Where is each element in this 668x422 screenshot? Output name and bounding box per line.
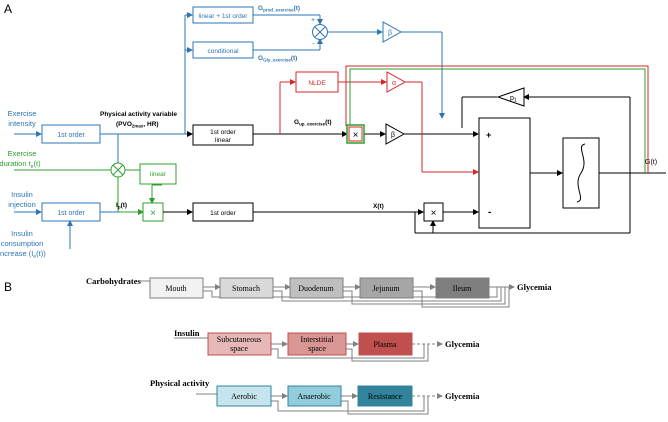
svg-text:Exercise: Exercise: [8, 149, 37, 158]
physical-activity-wiring: [196, 393, 443, 415]
black-wiring: [163, 94, 666, 234]
beta-gain-blue: [382, 21, 403, 43]
stage-ileum: [435, 277, 490, 299]
g-of-t-label: G(t): [645, 159, 657, 166]
red-wiring: [279, 65, 649, 175]
first-order-linear-label-2: linear: [215, 137, 232, 144]
blue-summing-junction: [312, 24, 328, 40]
stage-stomach-label: Stomach: [232, 284, 260, 293]
nlde-label: NLDE: [308, 80, 326, 87]
svg-text:Exercise: Exercise: [8, 109, 37, 118]
insulin-injection-label: Insulin injection: [8, 190, 36, 209]
p1-label: p1: [510, 95, 517, 104]
blue-sum-minus: -: [312, 39, 315, 48]
physical-activity-variable-expr: (PVO2max, HR): [116, 121, 159, 129]
physical-activity-variable-title: Physical activity variable: [100, 111, 177, 118]
stage-plasma: [358, 332, 413, 356]
main-multiply-symbol: ×: [353, 130, 359, 141]
blue-wiring: [14, 12, 445, 249]
main-multiply-inner: [348, 126, 363, 142]
integrator-icon: [576, 143, 586, 203]
svg-text:intensity: intensity: [8, 119, 36, 128]
panel-b-label: B: [4, 280, 12, 294]
stage-jejunum-label: Jejunum: [372, 284, 400, 293]
svg-text:increase (Ie(t)): increase (Ie(t)): [0, 249, 46, 260]
summing-block: [478, 117, 531, 229]
x-multiply-block: [423, 202, 444, 222]
stage-ileum-label: Ileum: [453, 284, 472, 293]
first-order-linear-label-1: 1st order: [210, 129, 236, 136]
x-of-t-label: X(t): [373, 203, 384, 210]
beta-blue-label: β: [388, 30, 392, 37]
stage-aerobic: [216, 385, 272, 407]
stage-interstitial-label-1: Interstitial: [301, 335, 335, 344]
linear-first-order-label: linear + 1st order: [199, 13, 249, 20]
insulin-title: Insulin: [174, 328, 200, 338]
alpha-gain: [386, 71, 407, 93]
svg-text:consumption: consumption: [1, 239, 44, 248]
g-prod-label: Gprod_exercise(t): [258, 5, 300, 13]
svg-text:Insulin: Insulin: [11, 190, 33, 199]
insulin-consumption-label: Insulin consumption increase (Ie(t)): [0, 229, 46, 260]
conditional-label: conditional: [207, 48, 239, 55]
svg-text:injection: injection: [8, 200, 36, 209]
stage-resistance-label: Resistance: [368, 392, 403, 401]
x-multiply-symbol: ×: [431, 208, 437, 219]
green-multiplier-junction: [110, 162, 126, 178]
alpha-label: α: [392, 80, 396, 87]
insulin-first-order-label: 1st order: [57, 210, 85, 217]
physical-activity-output: Glycemia: [445, 391, 480, 401]
stage-stomach: [219, 277, 274, 299]
exercise-first-order-label: 1st order: [57, 132, 85, 139]
stage-interstitial-label-2: space: [308, 344, 326, 353]
p1-gain: [496, 87, 525, 107]
stage-subcutaneous-label-1: Subcutaneous: [217, 335, 261, 344]
green-linear-block: [139, 163, 177, 185]
blue-sum-plus: +: [311, 17, 315, 24]
stage-anaerobic-label: Anaerobic: [297, 392, 331, 401]
first-order-x-label: 1st order: [210, 210, 236, 217]
physical-activity-title: Physical activity: [150, 378, 210, 388]
stage-subcutaneous-label-2: space: [230, 344, 248, 353]
exercise-intensity-label: Exercise intensity: [8, 109, 37, 128]
green-wiring: [14, 169, 162, 215]
panel-a-label: A: [4, 2, 12, 16]
beta-black-label: β: [391, 132, 395, 139]
green-linear-label: linear: [150, 171, 167, 178]
carbohydrates-title: Carbohydrates: [86, 276, 141, 286]
svg-text:duration te(t): duration te(t): [0, 159, 41, 170]
stage-interstitial: [287, 332, 347, 356]
carbohydrates-output: Glycemia: [517, 282, 552, 292]
exercise-duration-label: Exercise duration te(t): [0, 149, 41, 170]
sum-plus-label: +: [486, 130, 491, 140]
insulin-wiring: [174, 337, 443, 362]
green-multiply-symbol: ×: [150, 208, 156, 219]
first-order-linear-block: [192, 124, 254, 146]
carbohydrates-wiring: [140, 280, 515, 308]
stage-aerobic-label: Aerobic: [231, 392, 257, 401]
sum-minus-label: -: [488, 207, 491, 218]
insulin-output: Glycemia: [445, 339, 480, 349]
stage-anaerobic: [287, 385, 342, 407]
stage-subcutaneous: [207, 332, 272, 356]
stage-mouth: [149, 277, 204, 299]
stage-plasma-label: Plasma: [373, 340, 397, 349]
svg-text:Insulin: Insulin: [11, 229, 33, 238]
g-gly-label: GGly_exercise(t): [258, 55, 297, 63]
beta-gain-black: [385, 123, 406, 145]
green-feedback-line: [349, 68, 646, 173]
stage-mouth-label: Mouth: [165, 284, 186, 293]
stage-resistance: [357, 385, 413, 407]
stage-jejunum: [359, 277, 414, 299]
ip-label: Ip(t): [116, 202, 127, 210]
stage-duodenum-label: Duodenum: [298, 284, 334, 293]
stage-duodenum: [289, 277, 344, 299]
g-up-label: Gup_exercise(t): [294, 119, 332, 127]
